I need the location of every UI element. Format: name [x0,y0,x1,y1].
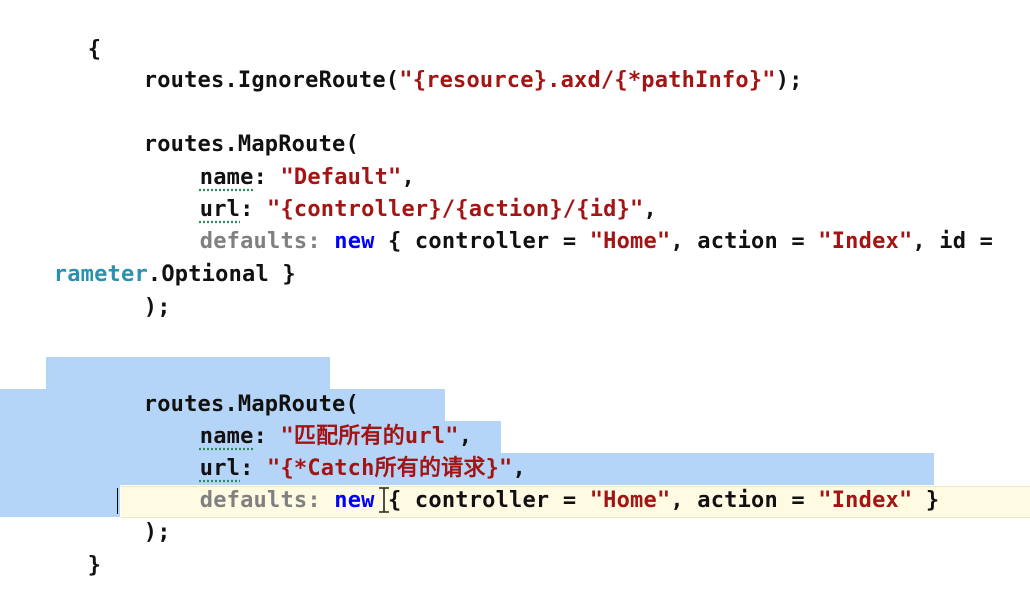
code-line: name: "Default", [146,130,415,190]
code-text: { controller = [374,229,590,254]
code-line: url: "{*Catch所有的请求}", [146,421,526,481]
code-line: defaults: new { controller = "Home", act… [146,453,939,513]
code-text: , id = [912,229,994,254]
code-line: routes.IgnoreRoute("{resource}.axd/{*pat… [90,33,803,93]
selection-highlight [0,485,120,517]
code-line: rameter.Optional } [0,227,296,287]
keyword-new: new [334,229,375,254]
code-text: : [240,456,268,481]
code-text: , action = [670,488,819,513]
code-line: name: "匹配所有的url", [146,389,472,449]
i-beam-cursor-icon [379,487,389,513]
code-text: { controller = [374,488,590,513]
selection-highlight [0,453,934,485]
code-text: routes.MapRoute( [143,132,359,157]
code-text: routes.MapRoute( [143,392,359,417]
open-brace: { [87,37,102,62]
code-text: : [253,165,281,190]
string-literal: "Home" [589,229,671,254]
code-text: , [458,424,473,449]
code-line: { [34,2,101,62]
text-caret [117,488,118,514]
string-literal: "{resource}.axd/{*pathInfo}" [399,68,776,93]
string-literal: "{controller}/{action}/{id}" [267,197,644,222]
code-text: .Optional } [147,262,296,287]
param-defaults: defaults: [199,488,321,513]
param-name: name [199,424,254,449]
code-line: defaults: new { controller = "Home", act… [146,194,993,254]
current-line-highlight [121,486,1030,518]
code-line: ); [90,260,171,320]
string-literal: "Index" [818,488,913,513]
code-text: , action = [670,229,819,254]
selection-highlight [0,421,501,453]
code-text: , [512,456,526,481]
param-url: url [199,197,241,222]
string-literal: "Default" [280,165,402,190]
selection-highlight [46,357,330,389]
code-line: routes.MapRoute( [90,357,359,417]
string-literal: "{*Catch所有的请求}" [267,456,513,481]
code-text: , [643,197,657,222]
param-name: name [199,165,254,190]
code-line: routes.MapRoute( [90,97,359,157]
param-url: url [199,456,241,481]
keyword-new: new [334,488,375,513]
code-text: ); [775,68,803,93]
string-literal: "Home" [589,488,671,513]
string-literal: "匹配所有的url" [280,424,459,449]
code-text: : [253,424,281,449]
string-literal: "Index" [818,229,913,254]
code-line: ); [90,485,171,545]
code-line: } [34,518,101,578]
code-text: , [401,165,415,190]
code-editor[interactable]: { routes.IgnoreRoute("{resource}.axd/{*p… [0,0,1030,578]
param-defaults: defaults: [199,229,321,254]
code-text: ); [143,520,171,545]
code-text: } [912,488,940,513]
code-text: routes.IgnoreRoute( [143,68,400,93]
type-name: rameter [53,262,148,287]
code-text: : [240,197,268,222]
close-brace: } [87,553,102,578]
code-text: ); [143,295,171,320]
selection-highlight [0,389,445,421]
code-line: url: "{controller}/{action}/{id}", [146,162,657,222]
